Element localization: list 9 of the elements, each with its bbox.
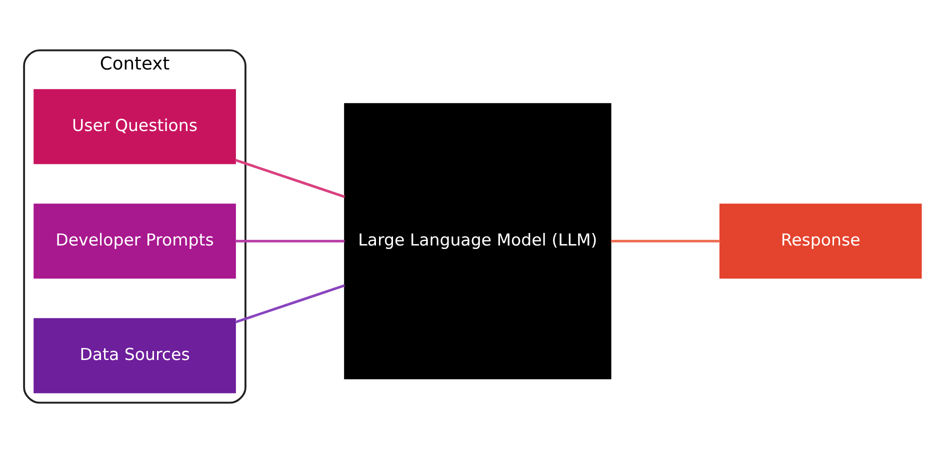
connector (235, 239, 345, 242)
node-box: Large Language Model (LLM) (344, 102, 612, 379)
node-box: Developer Prompts (34, 203, 236, 278)
connector (611, 239, 720, 242)
node-box: User Questions (34, 88, 236, 164)
connector (234, 158, 346, 198)
connector (234, 284, 346, 323)
node-box: Data Sources (34, 318, 236, 393)
node-box: Response (719, 203, 922, 278)
